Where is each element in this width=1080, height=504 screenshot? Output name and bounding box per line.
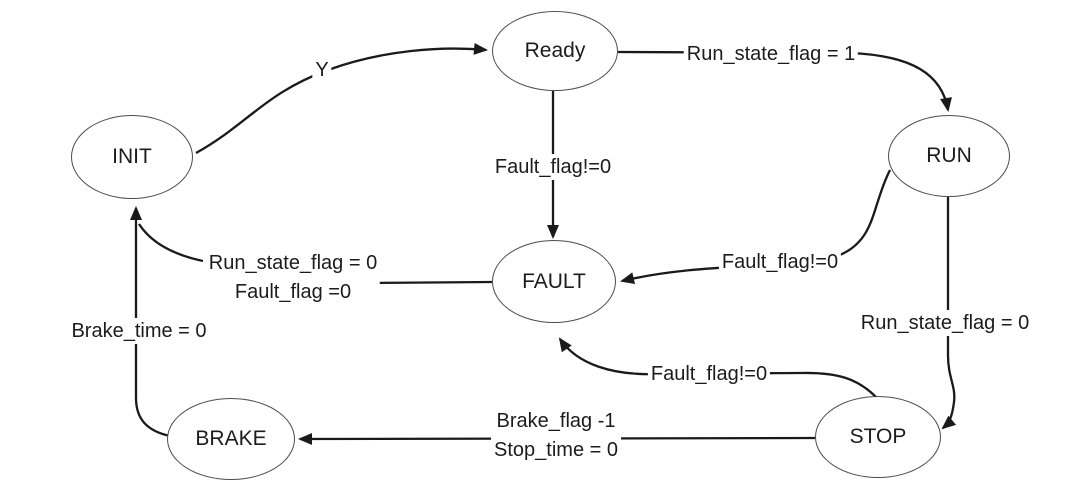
label-fault-to-init-line2: Fault_flag =0 — [234, 281, 352, 303]
label-stop-to-brake: Brake_flag -1 Stop_time = 0 — [491, 406, 621, 466]
state-brake: BRAKE — [167, 398, 295, 480]
edge-brake-to-init — [130, 206, 171, 438]
label-stop-to-brake-line2: Stop_time = 0 — [494, 439, 618, 461]
label-run-to-stop: Run_state_flag = 0 — [857, 310, 1033, 336]
state-fault: FAULT — [492, 240, 616, 323]
state-brake-label: BRAKE — [195, 427, 267, 450]
label-ready-to-run: Run_state_flag = 1 — [683, 41, 859, 67]
label-fault-to-init-line1: Run_state_flag = 0 — [208, 252, 378, 274]
label-stop-to-fault: Fault_flag!=0 — [647, 361, 771, 387]
state-stop-label: STOP — [849, 425, 907, 448]
state-run: RUN — [888, 115, 1010, 197]
label-ready-to-fault: Fault_flag!=0 — [491, 154, 615, 180]
state-ready: Ready — [492, 11, 618, 91]
label-fault-to-init: Run_state_flag = 0 Fault_flag =0 — [205, 248, 381, 308]
state-init-label: INIT — [112, 145, 152, 168]
state-init: INIT — [71, 115, 193, 199]
state-ready-label: Ready — [524, 39, 586, 62]
label-init-to-ready: Y — [312, 57, 332, 83]
state-stop: STOP — [815, 396, 941, 478]
label-stop-to-brake-line1: Brake_flag -1 — [496, 410, 616, 432]
edge-init-to-ready — [195, 42, 488, 155]
state-run-label: RUN — [926, 144, 972, 167]
edge-run-to-stop — [941, 197, 957, 430]
label-brake-to-init: Brake_time = 0 — [68, 318, 210, 344]
state-fault-label: FAULT — [522, 269, 586, 293]
label-run-to-fault: Fault_flag!=0 — [718, 249, 842, 275]
edge-fault-to-init-tail — [367, 280, 493, 285]
edge-ready-to-run — [617, 50, 952, 112]
edge-fault-to-init-curve — [138, 223, 204, 263]
